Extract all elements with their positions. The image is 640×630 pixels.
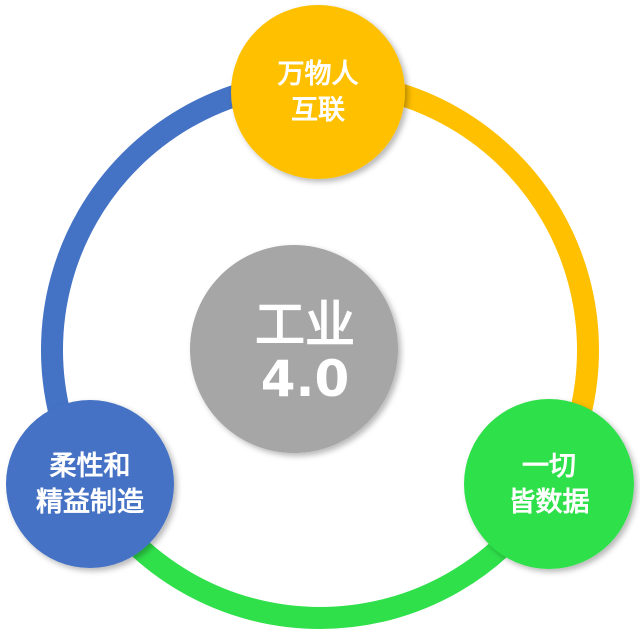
node-data-line1: 一切	[522, 451, 576, 482]
node-manufacturing-line2: 精益制造	[36, 487, 144, 518]
node-manufacturing-line1: 柔性和	[50, 451, 131, 482]
center-label-line2: 4.0	[261, 350, 350, 408]
node-iot-circle	[231, 5, 405, 179]
center-circle	[190, 245, 398, 453]
node-iot: 万物人 互联	[231, 5, 405, 179]
node-data: 一切 皆数据	[464, 399, 634, 569]
node-iot-line1: 万物人	[278, 59, 359, 90]
node-iot-line2: 互联	[291, 95, 345, 126]
center-node: 工业 4.0	[190, 245, 398, 453]
node-manufacturing: 柔性和 精益制造	[6, 400, 174, 568]
node-data-circle	[464, 399, 634, 569]
center-label-line1: 工业	[255, 296, 355, 354]
node-manufacturing-circle	[6, 400, 174, 568]
node-data-line2: 皆数据	[509, 487, 590, 518]
